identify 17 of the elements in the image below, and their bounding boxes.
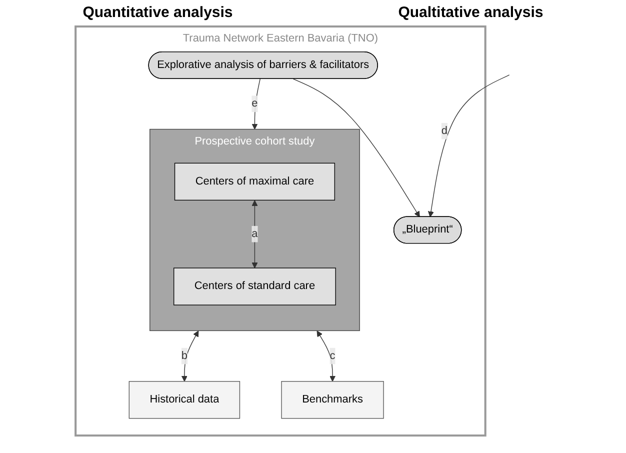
node-box: Benchmarks [281, 381, 384, 419]
arrow [181, 330, 199, 382]
arrow [292, 78, 420, 218]
node-box: Historical data [128, 381, 240, 419]
section-heading: Qualtitative analysis [398, 4, 544, 21]
edge-label: b [181, 350, 188, 362]
section-heading: Quantitative analysis [82, 4, 233, 21]
edge-label: e [252, 98, 258, 110]
node-box: Centers of maximal care [174, 162, 336, 201]
arrow [252, 78, 261, 130]
edge-label: d [441, 124, 448, 137]
arrow [428, 74, 510, 218]
edge-label: a [252, 228, 258, 240]
node-box: Centers of standard care [174, 268, 336, 306]
edge-label: c [330, 350, 336, 362]
arrow [316, 330, 336, 382]
arrow [252, 200, 258, 268]
